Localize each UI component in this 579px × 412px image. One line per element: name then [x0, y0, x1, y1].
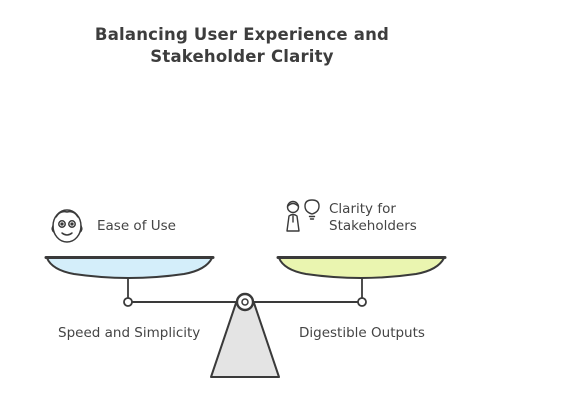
digestible-outputs-text: Digestible Outputs — [299, 325, 425, 341]
title-line-1: Balancing User Experience and — [94, 25, 390, 44]
clarity-line-1: Clarity for — [329, 201, 396, 217]
scale-base — [210, 302, 280, 378]
person-lightbulb-icon — [286, 199, 320, 232]
clarity-line-2: Stakeholders — [329, 218, 417, 234]
speed-simplicity-text: Speed and Simplicity — [58, 325, 201, 341]
right-pivot — [357, 297, 367, 307]
left-pivot — [123, 297, 133, 307]
diagram-title: Balancing User Experience and Stakeholde… — [0, 24, 484, 68]
label-digestible-outputs: Digestible Outputs — [299, 325, 425, 342]
label-speed-and-simplicity: Speed and Simplicity — [58, 325, 200, 342]
left-pan — [46, 257, 213, 279]
title-line-2: Stakeholder Clarity — [150, 47, 334, 66]
face-icon — [51, 209, 83, 243]
ease-of-use-text: Ease of Use — [97, 218, 176, 234]
right-pan — [278, 257, 445, 279]
label-ease-of-use: Ease of Use — [97, 218, 176, 235]
label-clarity-for-stakeholders: Clarity for Stakeholders — [329, 201, 417, 235]
